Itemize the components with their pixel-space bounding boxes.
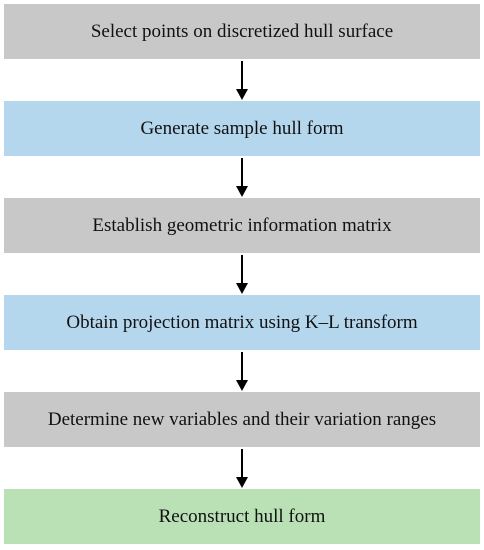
arrow-down-icon <box>236 352 248 391</box>
step-label: Obtain projection matrix using K–L trans… <box>66 311 418 333</box>
arrow-down-icon <box>236 61 248 100</box>
step-label: Select points on discretized hull surfac… <box>90 20 394 42</box>
step-projection-matrix: Obtain projection matrix using K–L trans… <box>4 295 480 350</box>
step-establish-matrix: Establish geometric information matrix <box>4 198 480 253</box>
step-determine-variables: Determine new variables and their variat… <box>4 392 480 447</box>
step-select-points: Select points on discretized hull surfac… <box>4 4 480 59</box>
step-label: Generate sample hull form <box>140 117 344 139</box>
step-reconstruct-hull: Reconstruct hull form <box>4 489 480 544</box>
arrow-down-icon <box>236 158 248 197</box>
flowchart: Select points on discretized hull surfac… <box>4 4 480 546</box>
step-label: Reconstruct hull form <box>158 505 326 527</box>
step-label: Determine new variables and their variat… <box>47 408 437 430</box>
step-generate-sample: Generate sample hull form <box>4 101 480 156</box>
arrow-down-icon <box>236 255 248 294</box>
arrow-down-icon <box>236 449 248 488</box>
step-label: Establish geometric information matrix <box>92 214 392 236</box>
